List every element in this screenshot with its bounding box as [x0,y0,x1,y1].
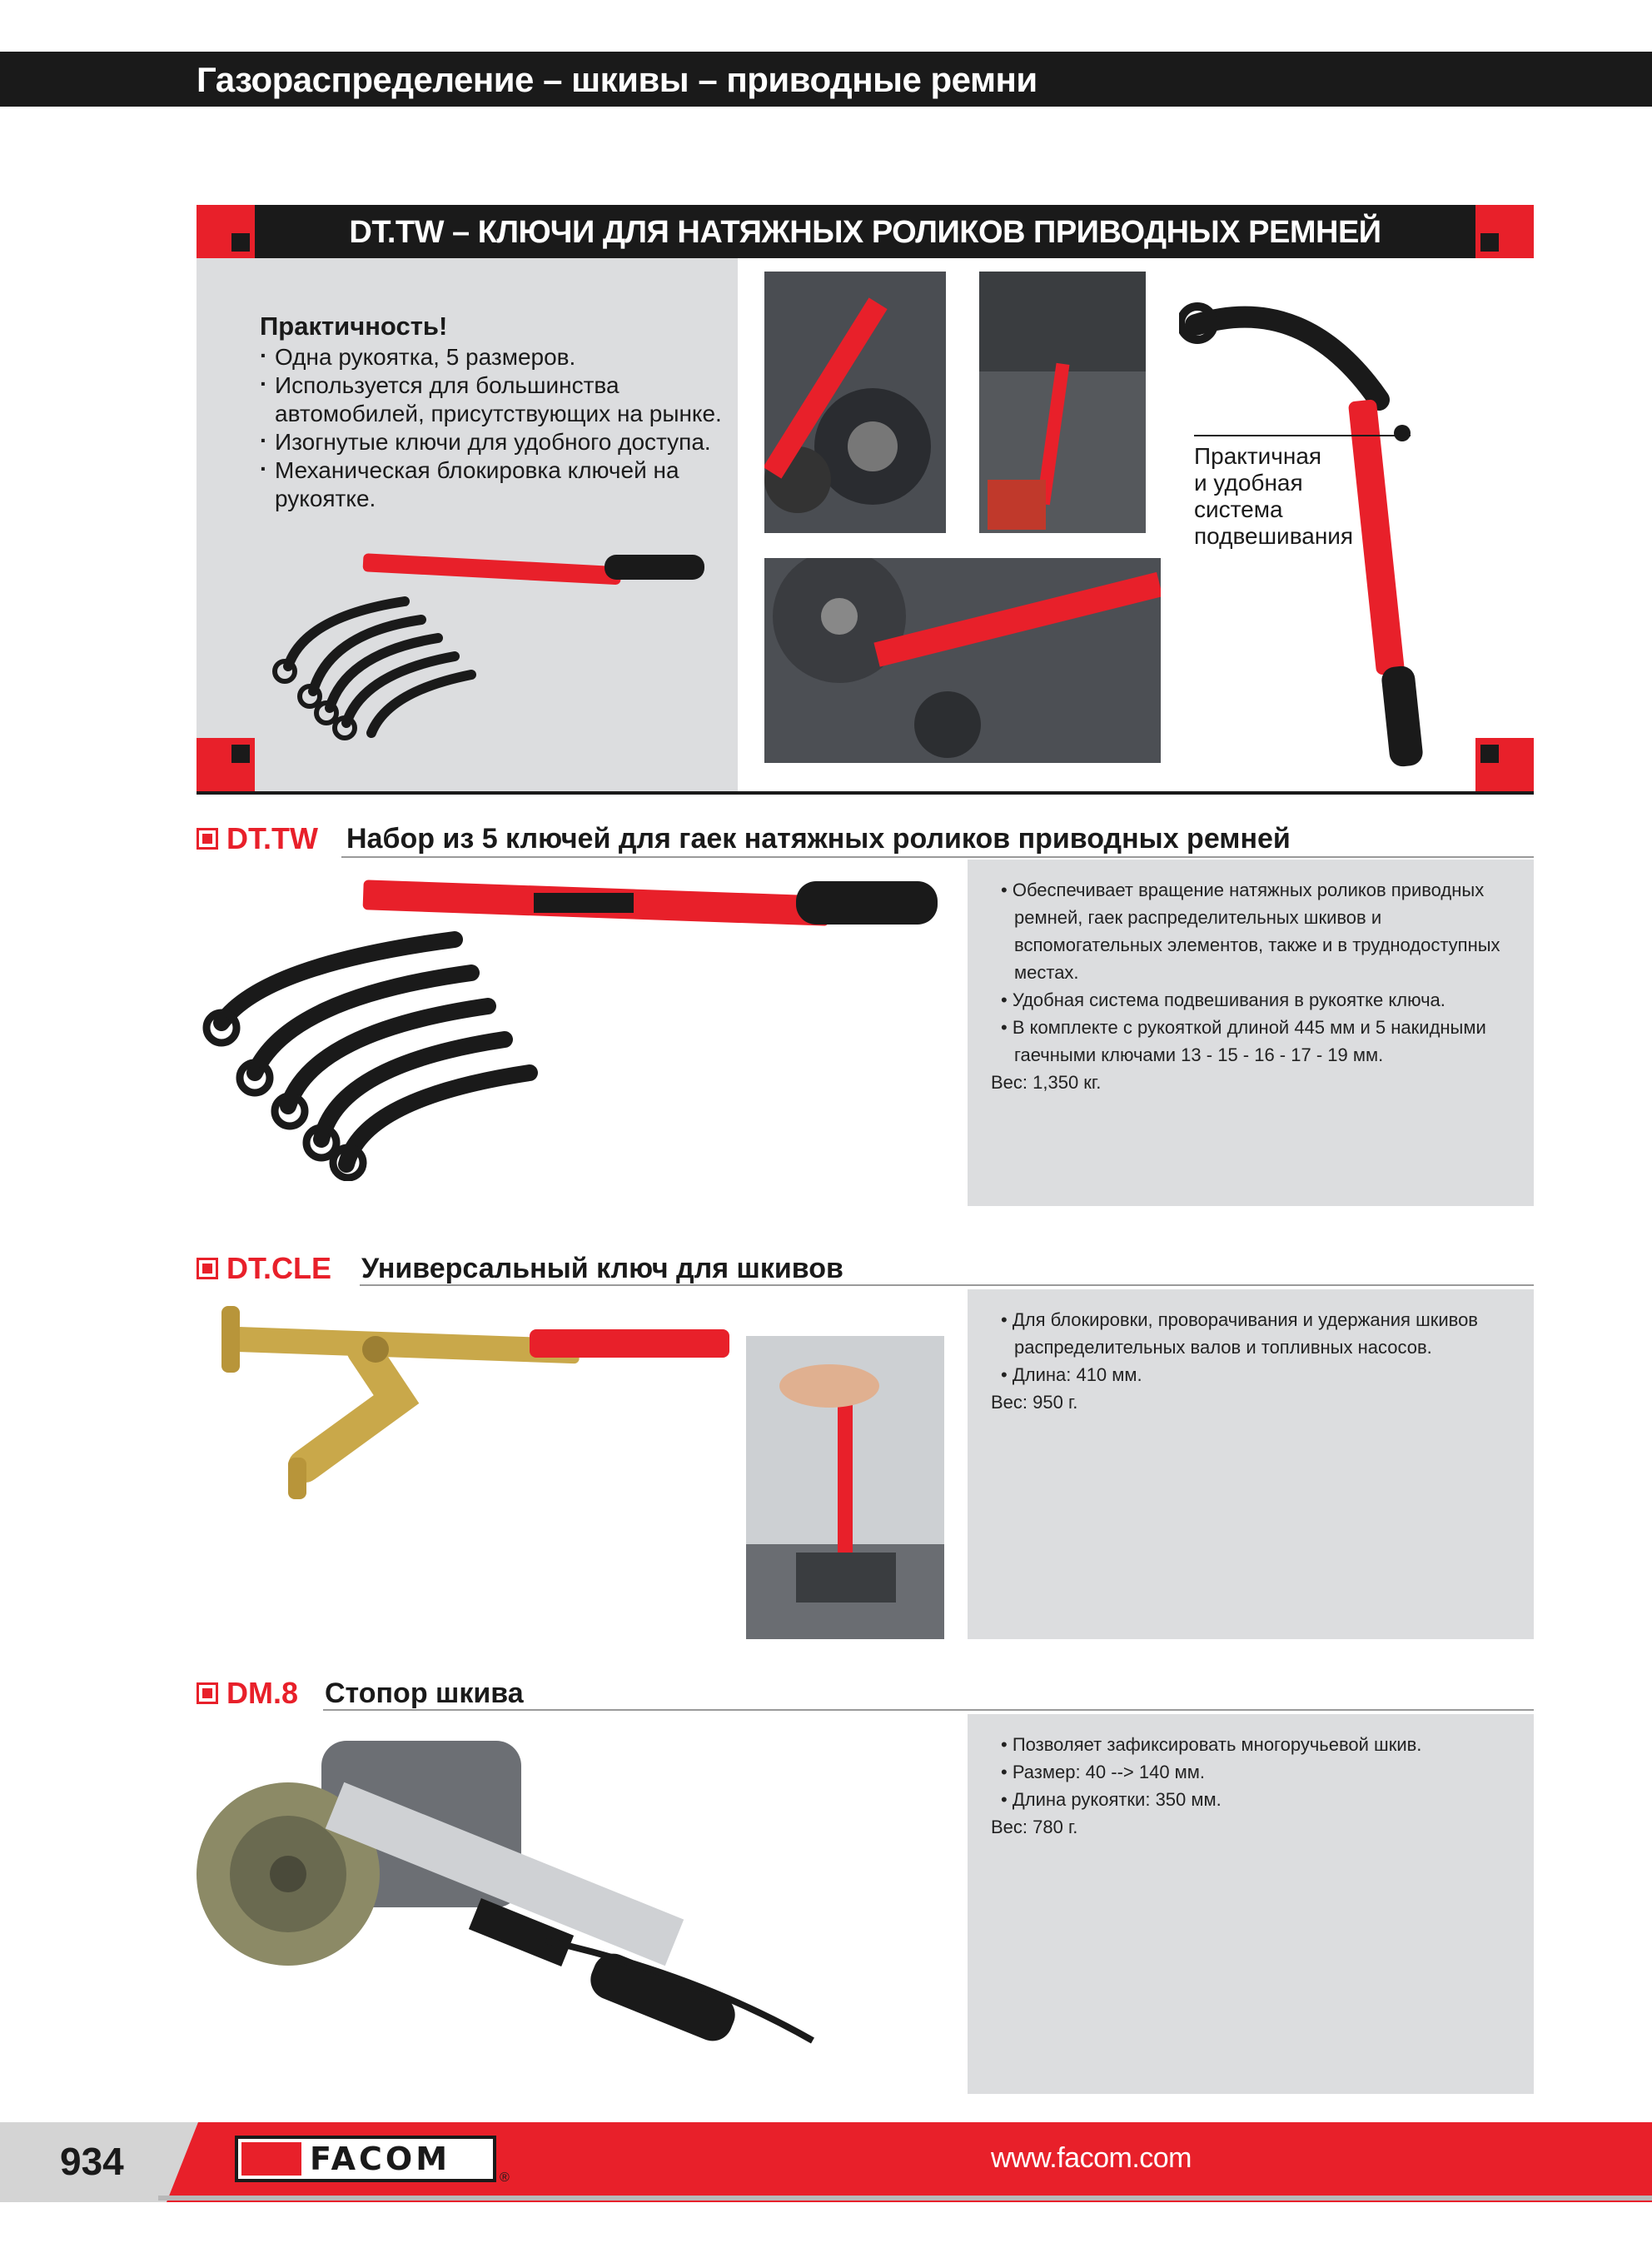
logo-text: FACOM [310,2141,451,2177]
callout-line-text: и удобная [1194,470,1303,496]
facom-logo: FACOM [235,2136,496,2182]
page-title: Газораспределение – шкивы – приводные ре… [197,60,1037,99]
divider [360,1284,1534,1286]
feature-title: DT.TW – КЛЮЧИ ДЛЯ НАТЯЖНЫХ РОЛИКОВ ПРИВО… [349,215,1381,250]
product-weight: Вес: 1,350 кг. [991,1072,1102,1093]
product-name: Универсальный ключ для шкивов [361,1253,843,1284]
product-code: DT.CLE [226,1251,331,1285]
facom-logo-mark-icon [241,2142,301,2176]
list-item: Используется для большинства автомобилей… [260,370,726,428]
product-weight: Вес: 780 г. [991,1817,1078,1837]
product-title-dm8: DM.8 Стопор шкива [197,1676,1534,1712]
product-name: Набор из 5 ключей для гаек натяжных роли… [346,823,1291,855]
corner-decoration [1475,205,1534,258]
feature-heading: Практичность! [260,312,448,341]
callout-line-text: подвешивания [1194,523,1354,549]
engine-photo [764,558,1161,763]
wrench-with-handle-image [1179,302,1423,767]
list-item: • В комплекте с рукояткой длиной 445 мм … [1001,1017,1486,1065]
corner-decoration [197,738,255,791]
list-item: • Удобная система подвешивания в рукоятк… [1001,989,1446,1010]
list-item: Механическая блокировка ключей на рукоят… [260,455,726,513]
bullet-text: Длина: 410 мм. [1012,1364,1142,1385]
dm8-pulley-holder-image [197,1741,814,2044]
section-marker-icon [197,1682,218,1704]
page-header-bar: Газораспределение – шкивы – приводные ре… [0,52,1652,107]
callout-line-text: система [1194,496,1283,522]
divider [323,1709,1534,1711]
divider [197,791,1534,795]
product-title-dttw: DT.TW Набор из 5 ключей для гаек натяжны… [197,821,1534,858]
product-description-panel: • Обеспечивает вращение натяжных роликов… [968,860,1534,1206]
dtcle-in-use-photo [746,1336,944,1639]
product-description-panel: • Позволяет зафиксировать многоручьевой … [968,1714,1534,2094]
product-name: Стопор шкива [325,1677,524,1709]
list-item: • Длина рукоятки: 350 мм. [1001,1789,1222,1810]
callout-line-text: Практичная [1194,443,1322,469]
callout-line [1194,435,1411,436]
corner-decoration [197,205,255,258]
bullet-text: Длина рукоятки: 350 мм. [1012,1789,1222,1810]
feature-text-panel: Практичность! Одна рукоятка, 5 размеров.… [197,258,738,795]
page-number: 934 [60,2140,124,2183]
feature-header: DT.TW – КЛЮЧИ ДЛЯ НАТЯЖНЫХ РОЛИКОВ ПРИВО… [197,205,1534,258]
divider [341,856,1534,858]
section-marker-icon [197,828,218,850]
list-item: Изогнутые ключи для удобного доступа. [260,426,726,456]
bullet-text: Удобная система подвешивания в рукоятке … [1012,989,1446,1010]
hanging-system-callout: Практичная и удобная система подвешивани… [1194,443,1353,550]
list-item: • Для блокировки, проворачивания и удерж… [1001,1309,1478,1358]
list-item: Одна рукоятка, 5 размеров. [260,341,726,371]
product-title-dtcle: DT.CLE Универсальный ключ для шкивов [197,1251,1534,1288]
dttw-wrench-set-image [202,880,938,1181]
footer-page-panel [0,2122,200,2202]
list-item: • Размер: 40 --> 140 мм. [1001,1762,1206,1782]
list-item: • Длина: 410 мм. [1001,1364,1142,1385]
website-link[interactable]: www.facom.com [991,2142,1192,2174]
list-item: • Позволяет зафиксировать многоручьевой … [1001,1734,1422,1755]
footer-underline [158,2196,1652,2201]
bullet-text: Для блокировки, проворачивания и удержан… [1012,1309,1478,1358]
list-item: • Обеспечивает вращение натяжных роликов… [1001,880,1500,983]
product-code: DM.8 [226,1676,299,1710]
feature-bullet-list: Одна рукоятка, 5 размеров. Используется … [260,341,726,513]
corner-decoration [1475,738,1534,791]
bullet-text: Размер: 40 --> 140 мм. [1012,1762,1206,1782]
section-marker-icon [197,1258,218,1279]
product-weight: Вес: 950 г. [991,1392,1078,1413]
product-code: DT.TW [226,821,318,855]
product-description-panel: • Для блокировки, проворачивания и удерж… [968,1289,1534,1639]
engine-photo [979,272,1146,533]
bullet-text: Позволяет зафиксировать многоручьевой шк… [1012,1734,1422,1755]
bullet-text: В комплекте с рукояткой длиной 445 мм и … [1012,1017,1486,1065]
dtcle-pulley-wrench-image [221,1306,729,1499]
engine-photo [764,272,946,533]
bullet-text: Обеспечивает вращение натяжных роликов п… [1012,880,1500,983]
wrench-set-image [272,553,704,740]
registered-mark: ® [500,2171,510,2185]
